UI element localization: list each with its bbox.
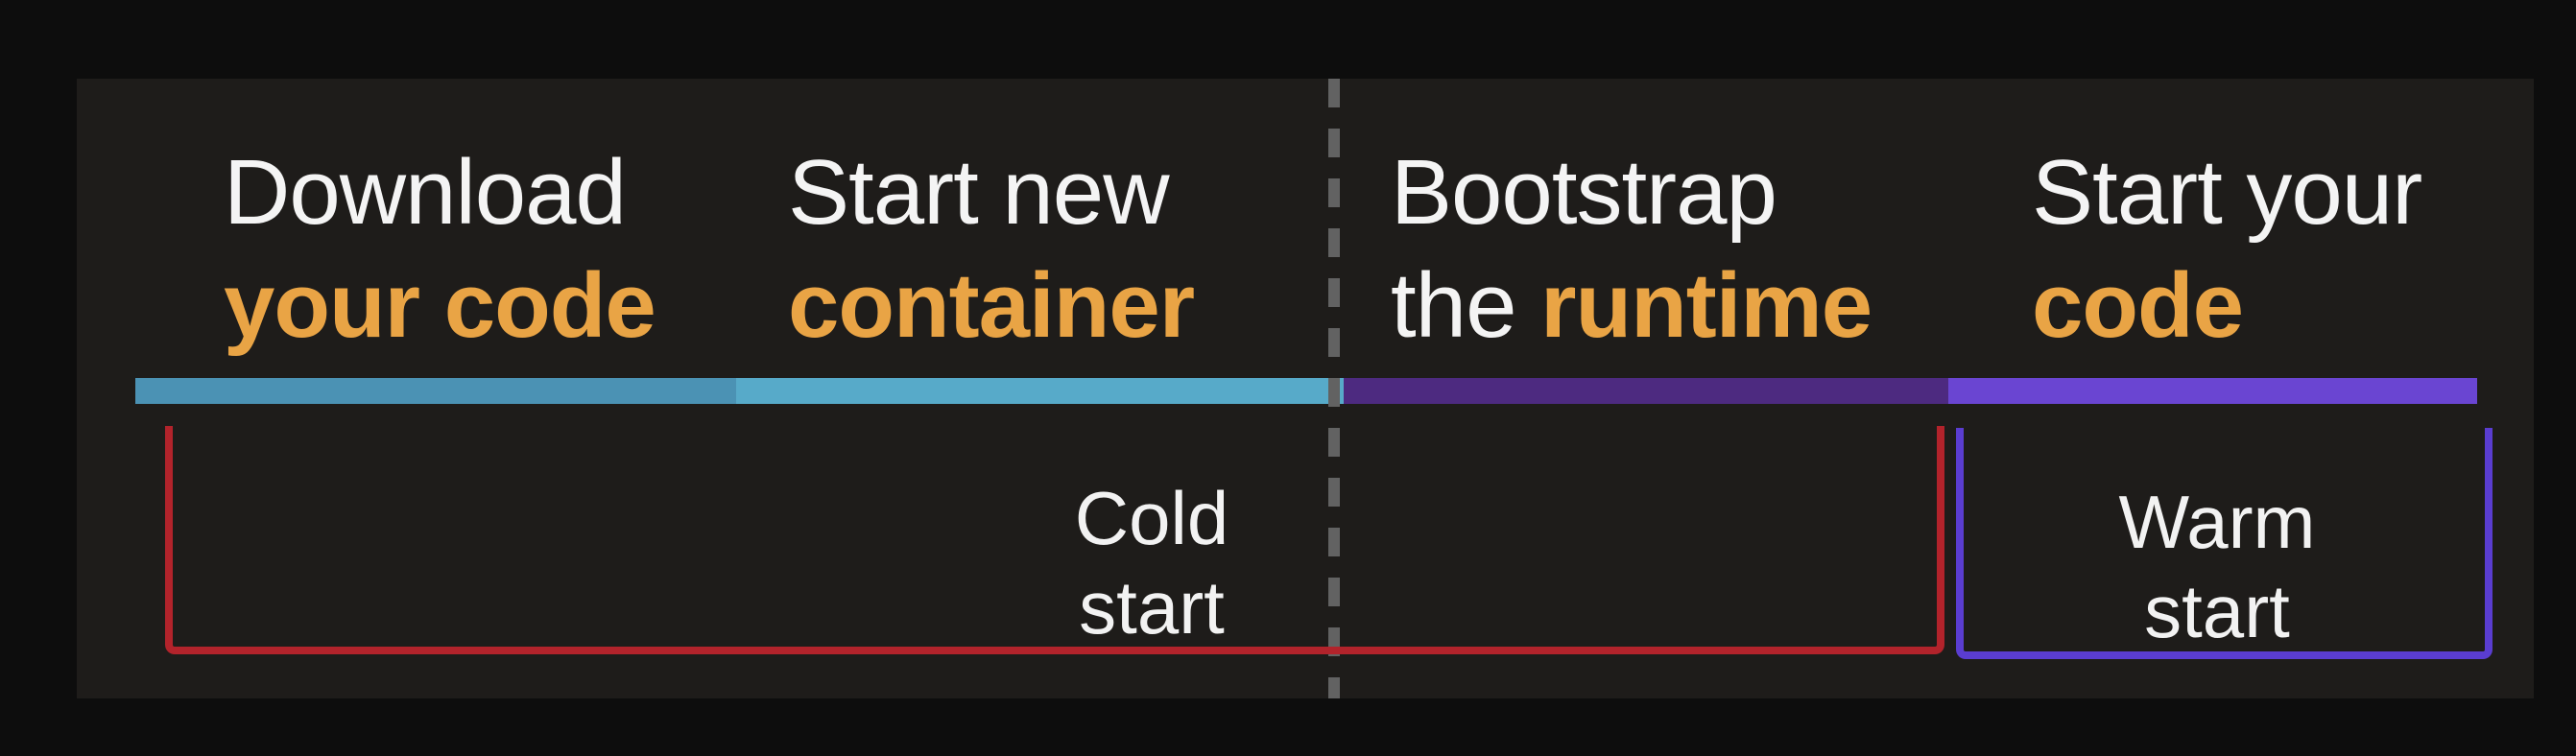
- cold-start-label: Cold start: [1075, 474, 1228, 652]
- phase-line1: Bootstrap: [1391, 141, 1777, 244]
- phase-line1: Start your: [2032, 141, 2422, 244]
- warm-start-label-line1: Warm: [2118, 480, 2316, 564]
- warm-start-label-line2: start: [2144, 569, 2290, 653]
- cold-start-label-line2: start: [1079, 565, 1225, 650]
- timeline-segment-bootstrap-the-runtime: [1344, 378, 1948, 404]
- phase-line2-white: the: [1391, 254, 1541, 357]
- cold-start-bracket: [165, 426, 1944, 654]
- timeline-segment-start-your-code: [1948, 378, 2477, 404]
- phase-line2-accent: runtime: [1540, 254, 1872, 357]
- phase-header-bootstrap-the-runtime: Bootstrap the runtime: [1391, 136, 1872, 363]
- phase-header-start-your-code: Start your code: [2032, 136, 2422, 363]
- warm-start-label: Warm start: [2118, 478, 2315, 656]
- cold-warm-divider-dashed-line: [1328, 79, 1340, 698]
- timeline-segment-start-new-container: [736, 378, 1344, 404]
- timeline-segment-download-your-code: [135, 378, 736, 404]
- phase-header-start-new-container: Start new container: [788, 136, 1195, 363]
- phase-line1: Start new: [788, 141, 1170, 244]
- cold-start-label-line1: Cold: [1074, 476, 1229, 560]
- phase-line1: Download: [224, 141, 627, 244]
- phase-line2-accent: your code: [224, 254, 656, 357]
- presentation-slide: Download your code Start new container B…: [77, 79, 2534, 698]
- warm-start-bracket: [1956, 428, 2493, 659]
- phase-line2-accent: code: [2032, 254, 2244, 357]
- phase-line2-accent: container: [788, 254, 1195, 357]
- phase-header-download-your-code: Download your code: [224, 136, 656, 363]
